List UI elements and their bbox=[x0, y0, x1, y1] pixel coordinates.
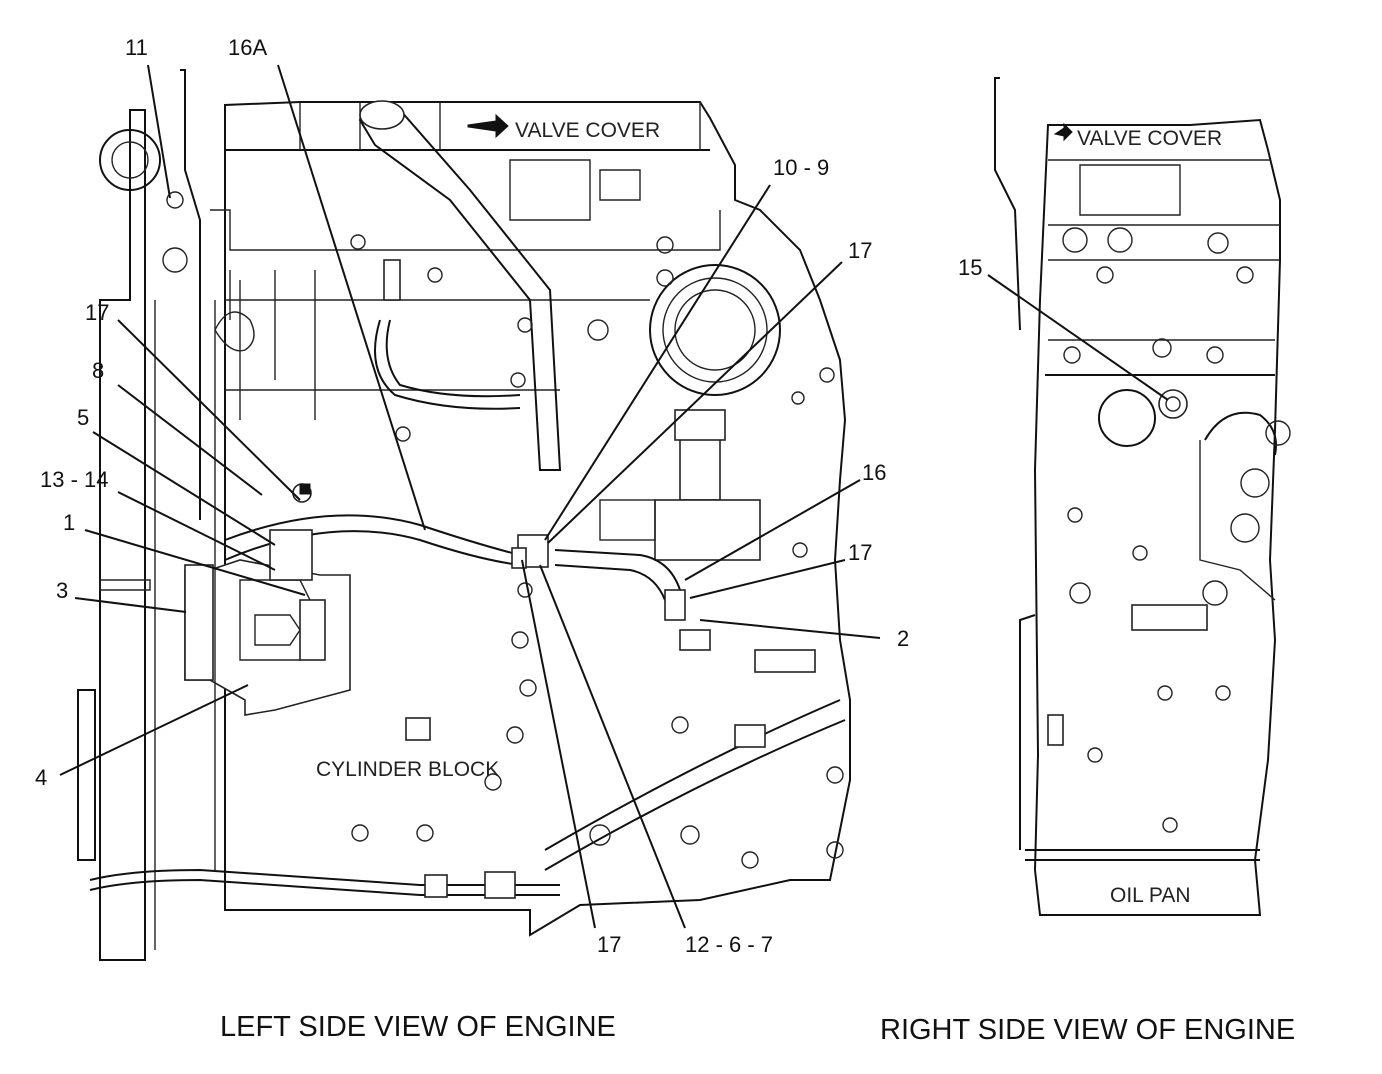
callout-1: 1 bbox=[63, 510, 75, 535]
callout-13-14: 13 - 14 bbox=[40, 467, 109, 492]
left-view-title: LEFT SIDE VIEW OF ENGINE bbox=[220, 1011, 616, 1043]
left-engine-drawing bbox=[77, 69, 851, 961]
callout-3: 3 bbox=[56, 578, 68, 603]
callout-16a: 16A bbox=[228, 35, 267, 60]
callout-10-9: 10 - 9 bbox=[773, 155, 829, 180]
callout-17-top: 17 bbox=[848, 238, 872, 263]
callout-8: 8 bbox=[92, 358, 104, 383]
callout-12-6-7: 12 - 6 - 7 bbox=[685, 932, 773, 957]
callout-5: 5 bbox=[77, 405, 89, 430]
callout-17-left: 17 bbox=[85, 300, 109, 325]
callout-17-right: 17 bbox=[848, 540, 872, 565]
valve-cover-arrow-icon bbox=[467, 113, 509, 139]
callout-16: 16 bbox=[862, 460, 886, 485]
leader-lines bbox=[59, 64, 1169, 929]
callout-15: 15 bbox=[958, 255, 982, 280]
callout-11: 11 bbox=[125, 35, 148, 60]
callout-2: 2 bbox=[897, 626, 909, 651]
right-engine-drawing bbox=[994, 77, 1291, 916]
oil-pan-label: OIL PAN bbox=[1110, 884, 1191, 907]
right-view-title: RIGHT SIDE VIEW OF ENGINE bbox=[880, 1014, 1295, 1046]
callout-17-bottom: 17 bbox=[597, 932, 621, 957]
valve-cover-arrow-icon bbox=[1053, 122, 1073, 142]
left-valve-cover-label: VALVE COVER bbox=[515, 119, 660, 142]
cylinder-block-label: CYLINDER BLOCK bbox=[316, 758, 499, 781]
right-valve-cover-label: VALVE COVER bbox=[1077, 127, 1222, 150]
callout-4: 4 bbox=[35, 765, 47, 790]
